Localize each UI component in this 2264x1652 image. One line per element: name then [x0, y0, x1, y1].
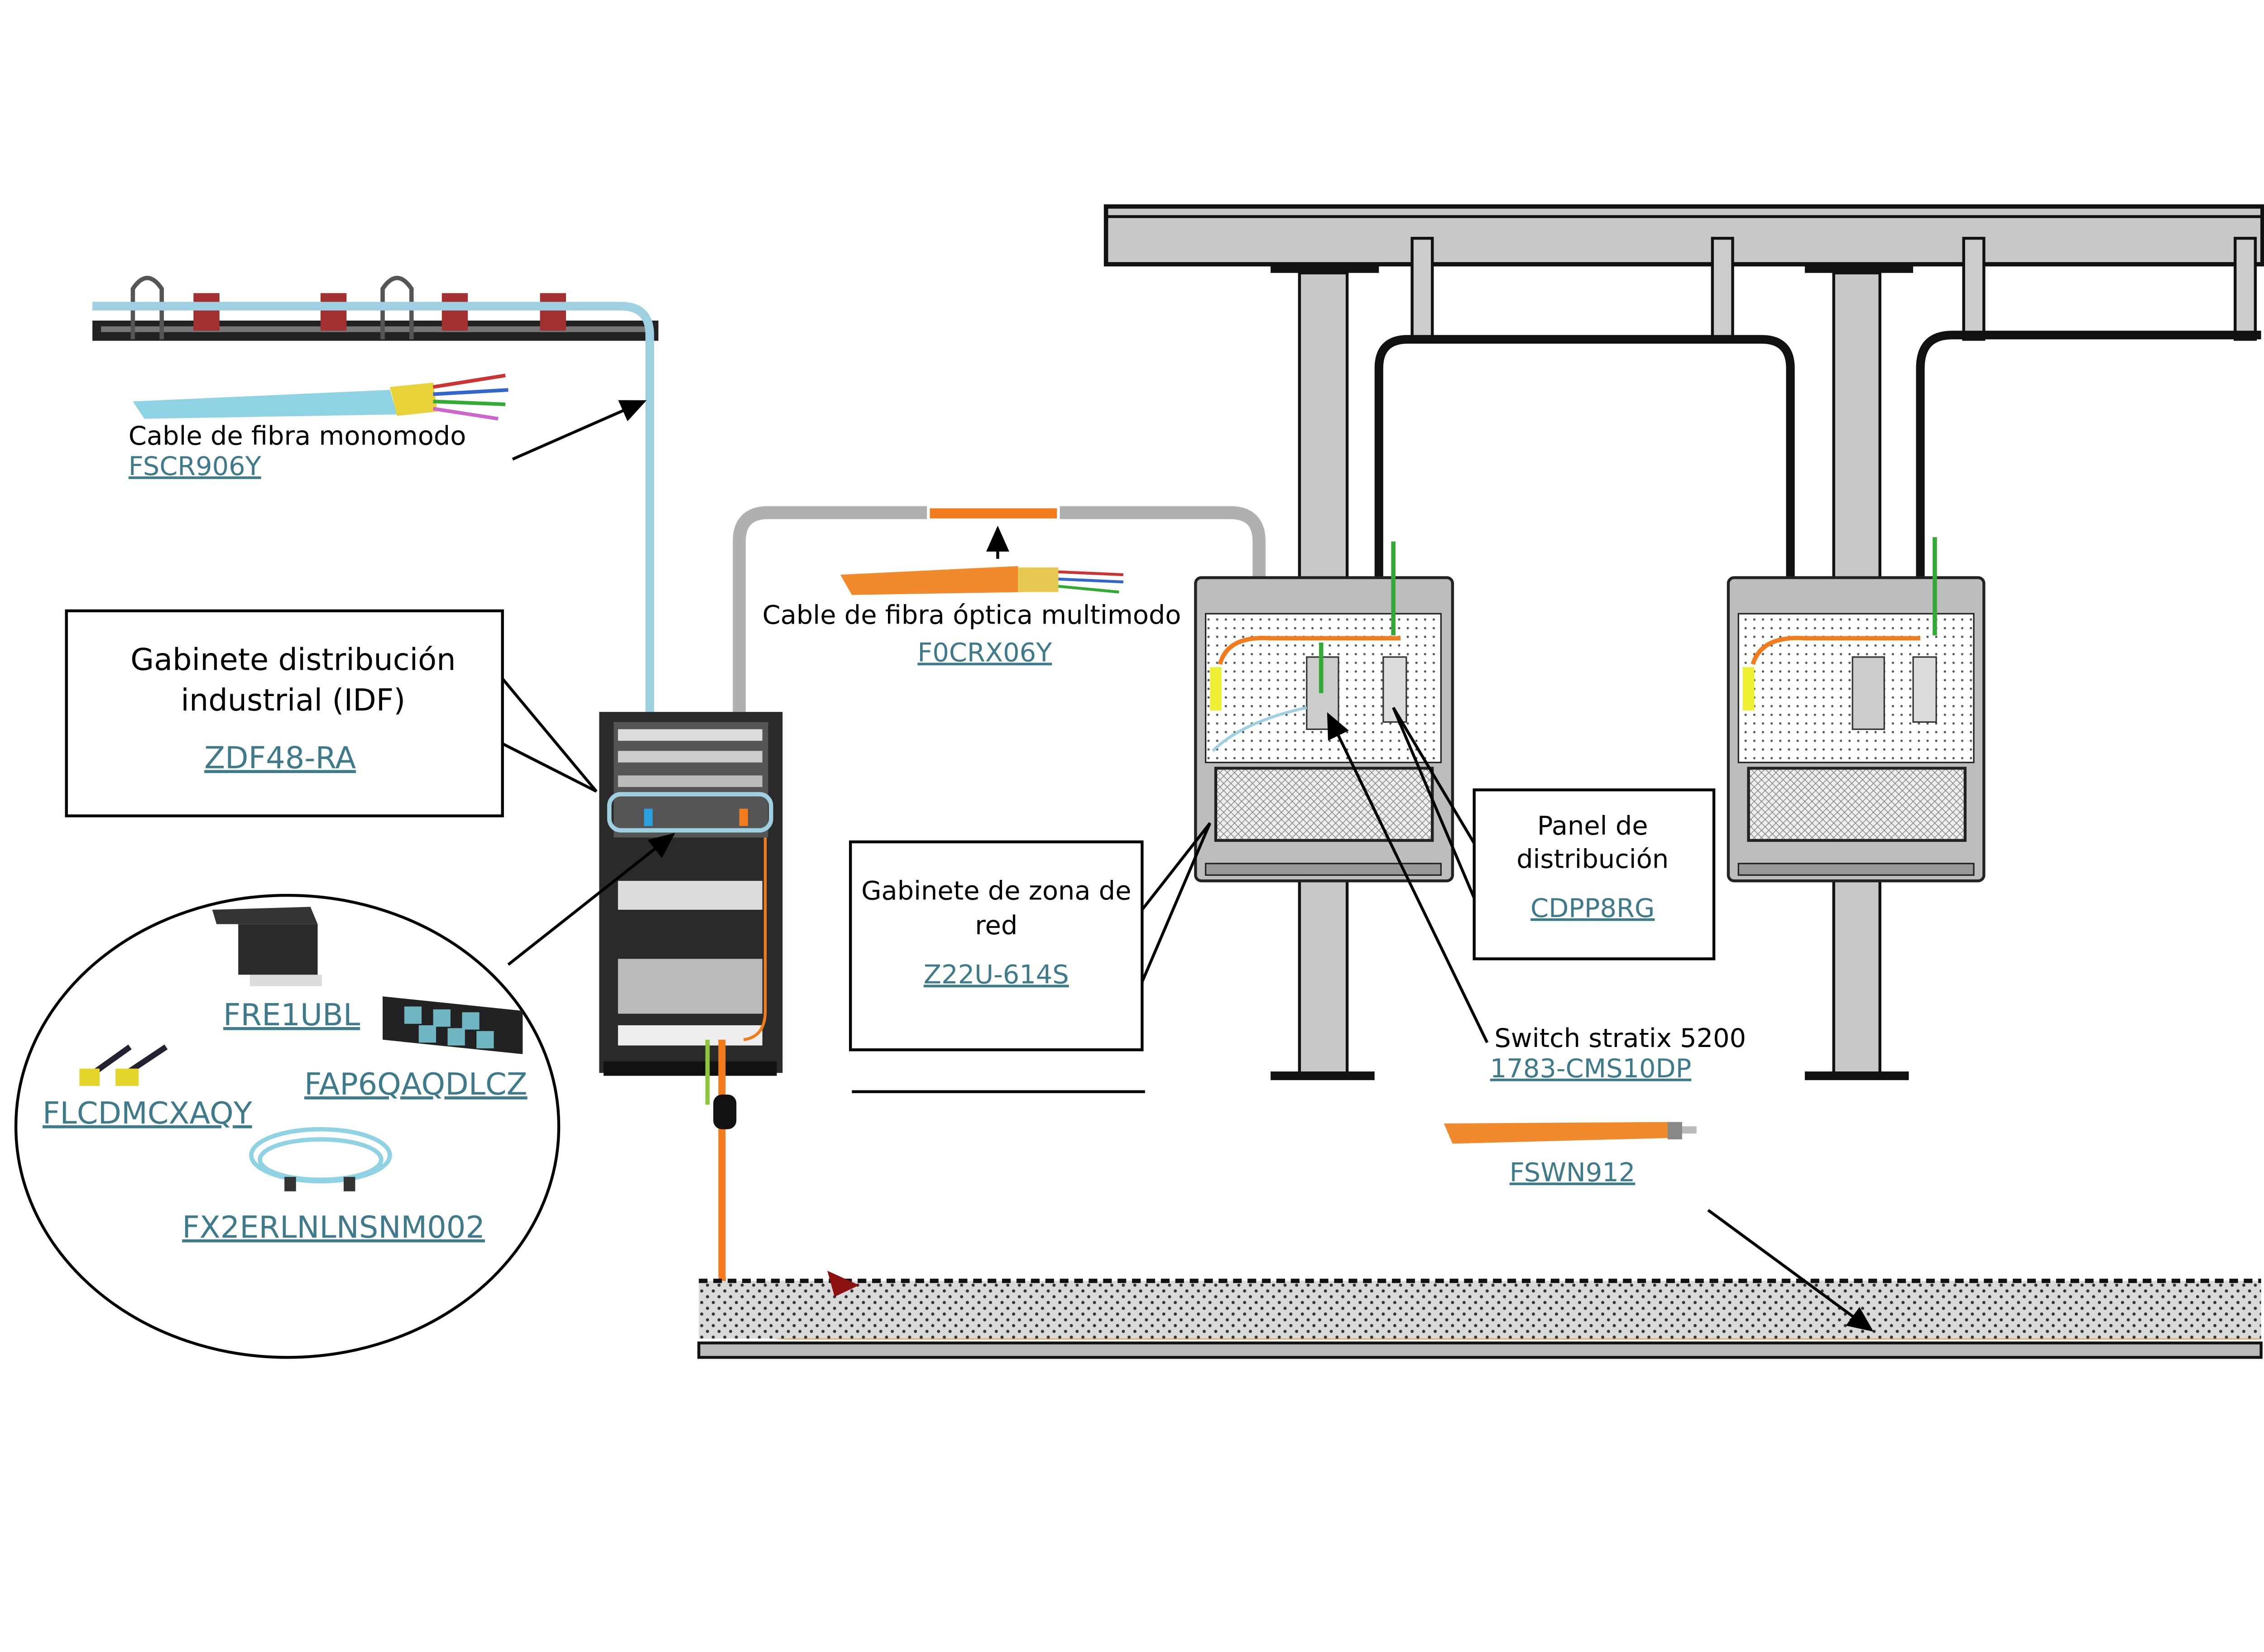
singlemode-cable-image: [133, 374, 508, 421]
zone-cabinet-part-link[interactable]: Z22U-614S: [924, 960, 1069, 990]
panel-line1: Panel de: [1537, 811, 1648, 841]
overhead-beam: [1103, 204, 2264, 273]
armored-cable-part-link[interactable]: FSWN912: [1510, 1157, 1636, 1187]
callout-pointer: [501, 677, 598, 793]
panel-part-link[interactable]: CDPP8RG: [1530, 893, 1655, 923]
singlemode-cable-part-link[interactable]: FSCR906Y: [129, 451, 262, 481]
switch-label: Switch stratix 5200: [1494, 1023, 1746, 1053]
zone-cabinet: [1727, 537, 1986, 883]
pointer-arrow: [1327, 712, 1489, 1043]
patch-cord-image: [249, 1127, 392, 1191]
cable-connector: [713, 1095, 737, 1129]
pointer-arrow: [1707, 1209, 1874, 1332]
cable-tray: [92, 276, 659, 341]
switch-part-link[interactable]: 1783-CMS10DP: [1490, 1053, 1692, 1084]
fiber-enclosure-image: [212, 907, 322, 986]
component-part-link-fap6qaqdlcz[interactable]: FAP6QAQDLCZ: [304, 1066, 528, 1102]
component-part-link-flcdmcxaqy[interactable]: FLCDMCXAQY: [43, 1095, 253, 1131]
zone-cabinet-line2: red: [975, 910, 1017, 941]
callout-pointer: [1141, 822, 1212, 983]
idf-title-line2: industrial (IDF): [181, 682, 405, 718]
multimode-cable-part-link[interactable]: F0CRX06Y: [917, 637, 1052, 668]
lc-connector-image: [79, 1044, 168, 1086]
idf-callout-box: [65, 609, 504, 817]
zone-cabinet: [1194, 541, 1454, 883]
zone-cabinet-callout-box: [849, 840, 1144, 1052]
idf-title-line1: Gabinete distribución: [130, 642, 456, 677]
component-part-link-fx2erlnlnsnm002[interactable]: FX2ERLNLNSNM002: [182, 1210, 485, 1245]
callout-pointer: [1392, 706, 1476, 899]
multimode-cable-label: Cable de fibra óptica multimodo: [763, 600, 1181, 630]
multimode-cable-image: [840, 566, 1124, 595]
multimode-cable-section: [927, 505, 1060, 522]
zone-cabinet-line1: Gabinete de zona de: [861, 876, 1131, 906]
component-part-link-fre1ubl[interactable]: FRE1UBL: [223, 997, 360, 1032]
pointer-arrow: [512, 400, 647, 461]
callout-pointer: [507, 833, 675, 966]
singlemode-cable: [92, 302, 654, 715]
idf-rack: [599, 712, 783, 1076]
armored-cable-image: [1444, 1122, 1697, 1144]
conduit: [1374, 331, 2261, 585]
adapter-panel-image: [383, 996, 523, 1054]
panel-line2: distribución: [1516, 844, 1669, 874]
panel-callout-box: [1473, 788, 1716, 960]
idf-part-link[interactable]: ZDF48-RA: [204, 740, 356, 775]
singlemode-cable-label: Cable de fibra monomodo: [129, 421, 466, 451]
network-diagram: Cable de fibra monomodo FSCR906Y Cable d…: [14, 204, 2264, 1359]
floor-trench: [697, 1271, 2263, 1359]
